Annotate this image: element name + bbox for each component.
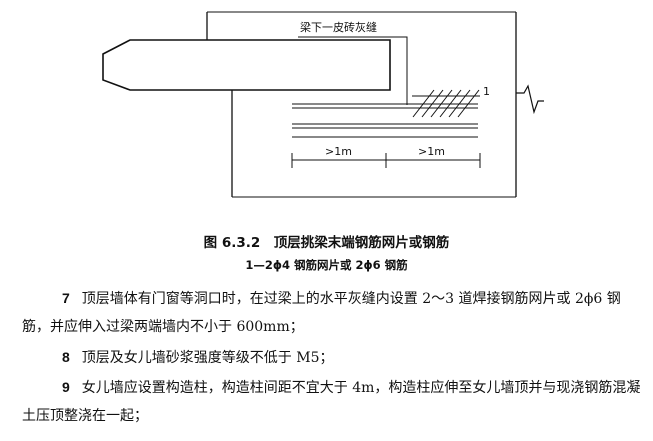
mortar-joint-label: 梁下一皮砖灰缝: [300, 20, 377, 34]
mortar-joint-leader: [298, 36, 408, 105]
clause-text: 顶层墙体有门窗等洞口时，在过梁上的水平灰缝内设置 2～3 道焊接钢筋网片或 2ϕ…: [22, 291, 621, 335]
dimension-label-left: >1m: [325, 145, 352, 158]
dimension-label-right: >1m: [418, 145, 445, 158]
wall-break-symbol: [516, 84, 544, 115]
figure-caption-title: 图 6.3.2 顶层挑梁末端钢筋网片或钢筋: [203, 235, 450, 251]
clause-number: 8: [62, 349, 70, 365]
clause-number: 9: [62, 379, 70, 395]
mesh-bar-2: [421, 89, 444, 118]
cantilever-beam: [102, 39, 391, 91]
mesh-bar-4: [439, 89, 462, 118]
clause-text: 女儿墙应设置构造柱，构造柱间距不宜大于 4m，构造柱应伸至女儿墙顶并与现浇钢筋混…: [22, 380, 641, 424]
mesh-bar-5: [448, 89, 471, 118]
figure-caption-subtitle: 1—2ϕ4 钢筋网片或 2ϕ6 钢筋: [245, 258, 408, 272]
mesh-bar-6: [457, 89, 480, 118]
item-1-label: 1: [483, 85, 490, 98]
mesh-bar-1: [412, 89, 435, 118]
clause-text: 顶层及女儿墙砂浆强度等级不低于 M5；: [81, 350, 334, 366]
clause-paragraph: 8 顶层及女儿墙砂浆强度等级不低于 M5；: [22, 343, 647, 372]
mesh-bar-3: [430, 89, 453, 118]
cantilever-beam-diagram: 梁下一皮砖灰缝 1 >1m >1m: [102, 11, 544, 198]
clause-number: 7: [62, 290, 70, 306]
